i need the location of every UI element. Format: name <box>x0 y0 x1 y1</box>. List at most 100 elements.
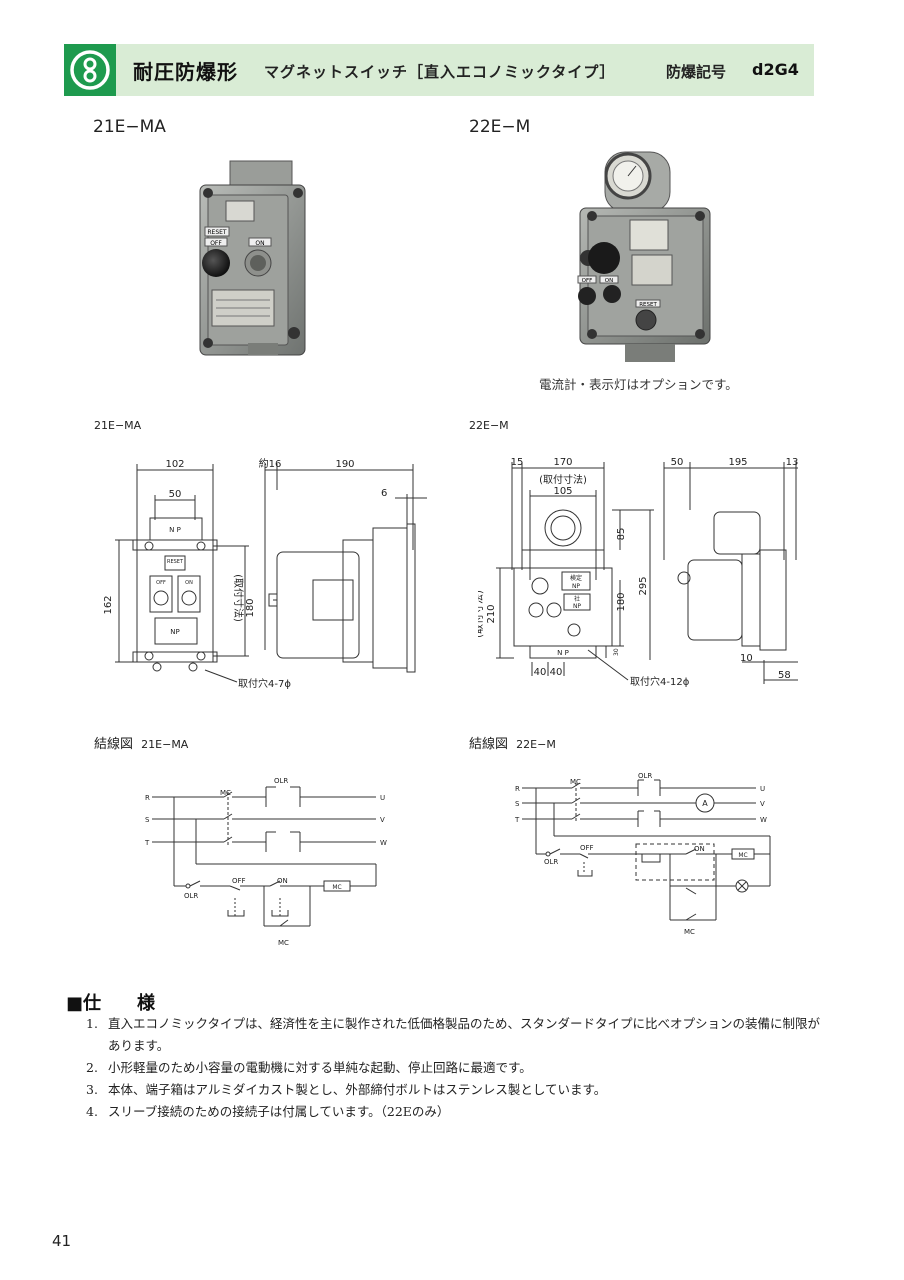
dim-company-np1: 社 <box>574 595 580 603</box>
page-subtitle: マグネットスイッチ［直入エコノミックタイプ］ <box>264 63 616 81</box>
spec-item: 4.スリーブ接続のための接続子は付属しています。（22Eのみ） <box>86 1104 450 1119</box>
dim-mount-right-side: (取付寸法) <box>478 590 485 638</box>
off-knob <box>202 249 230 277</box>
dim-np-body: NP <box>170 628 179 636</box>
dims-left-model: 21E−MA <box>94 419 142 432</box>
dim-np-right: N P <box>557 649 569 657</box>
dim-210: 210 <box>486 604 497 623</box>
photo-right-on-label: ON <box>605 278 613 284</box>
dim-30: 30 <box>613 648 620 656</box>
dim-6: 6 <box>381 488 387 499</box>
page-title: 耐圧防爆形 <box>133 60 238 84</box>
spec-item: 1.直入エコノミックタイプは、経済性を主に製作された低価格製品のため、スタンダー… <box>86 1016 821 1053</box>
dim-195: 195 <box>728 457 747 468</box>
wl-mc-aux: MC <box>278 939 289 947</box>
photo-left-off-label: OFF <box>210 240 222 247</box>
logo-icon <box>70 50 110 90</box>
wiring-left-title: 結線図 <box>94 737 134 752</box>
wl-w: W <box>380 839 387 847</box>
wr-w: W <box>760 816 767 824</box>
dim-off: OFF <box>156 580 166 586</box>
dim-15: 15 <box>511 457 524 468</box>
photo-22e-m: OFF ON RESET <box>577 151 711 362</box>
wl-mc-coil: MC <box>332 884 341 891</box>
dim-162: 162 <box>103 595 114 614</box>
wl-t: T <box>144 839 150 847</box>
page-number: 41 <box>52 1232 72 1250</box>
wr-mc-coil: MC <box>738 852 747 859</box>
dim-company-np2: NP <box>573 603 581 610</box>
wr-v: V <box>760 800 765 808</box>
explosion-code-label: 防爆記号 <box>666 63 727 81</box>
wiring-right-title: 結線図 <box>469 737 509 752</box>
dim-190: 190 <box>335 459 354 470</box>
wr-s: S <box>515 800 520 808</box>
dim-spec-np2: NP <box>572 583 580 590</box>
wr-t: T <box>514 816 520 824</box>
dim-180-right: 180 <box>616 592 627 611</box>
photo-right-off-label: OFF <box>582 278 593 284</box>
wr-olr: OLR <box>638 772 652 780</box>
dim-170: 170 <box>553 457 572 468</box>
dimension-drawing-21e-ma: 102 50 N P RESET OFF ON NP 162 180 (取付寸法… <box>103 457 427 690</box>
dim-40b: 40 <box>550 667 563 678</box>
dim-13: 13 <box>786 457 799 468</box>
wr-u: U <box>760 785 765 793</box>
dims-right-model: 22E−M <box>469 419 509 432</box>
wr-on: ON <box>694 845 705 853</box>
header-bar <box>64 44 814 96</box>
dim-hole-right: 取付穴4-12ϕ <box>630 675 690 688</box>
wl-olr: OLR <box>274 777 288 785</box>
dim-reset: RESET <box>167 559 184 565</box>
dim-about16: 約16 <box>259 457 282 470</box>
dim-mount-right-top: (取付寸法) <box>539 473 587 486</box>
dim-85: 85 <box>616 528 627 541</box>
dim-mount-left: (取付寸法) <box>232 574 245 622</box>
wl-s: S <box>145 816 150 824</box>
wl-u: U <box>380 794 385 802</box>
photo-left-on-label: ON <box>255 240 264 247</box>
spec-list: 1.直入エコノミックタイプは、経済性を主に製作された低価格製品のため、スタンダー… <box>86 1013 826 1123</box>
dim-on: ON <box>185 580 193 586</box>
dim-10: 10 <box>740 653 753 664</box>
wiring-diagram-22e-m: R S T U V W MC OLR OFF ON OLR MC A MC <box>514 772 771 936</box>
wl-olr-contact: OLR <box>184 892 198 900</box>
brand-logo <box>64 44 116 96</box>
dim-50-right: 50 <box>671 457 684 468</box>
wl-mc: MC <box>220 789 231 797</box>
photo-left-reset-label: RESET <box>207 229 227 236</box>
wiring-diagram-21e-ma: R S T U V W MC OLR OFF ON OLR MC MC <box>144 777 387 947</box>
dimension-drawing-22e-m: 15 170 (取付寸法) 105 検定 NP 社 NP N P 30 40 4… <box>478 457 799 688</box>
wr-off: OFF <box>580 844 594 852</box>
model-heading-left: 21E−MA <box>93 117 166 137</box>
wl-r: R <box>145 794 150 802</box>
spec-title: ■仕 様 <box>66 993 156 1014</box>
wiring-right-model: 22E−M <box>516 738 556 751</box>
wiring-left-model: 21E−MA <box>141 738 189 751</box>
dim-40a: 40 <box>534 667 547 678</box>
dim-295: 295 <box>638 576 649 595</box>
wiring-left-heading: 結線図 21E−MA <box>94 733 188 752</box>
dim-spec-np1: 検定 <box>570 574 582 582</box>
wl-on: ON <box>277 877 288 885</box>
wr-mc: MC <box>570 778 581 786</box>
dim-np-top: N P <box>169 526 181 534</box>
wr-olr-contact: OLR <box>544 858 558 866</box>
model-heading-right: 22E−M <box>469 117 531 137</box>
spec-item: 3.本体、端子箱はアルミダイカスト製とし、外部締付ボルトはステンレス製としていま… <box>86 1082 607 1097</box>
photo-21e-ma: RESET OFF ON <box>199 160 306 356</box>
wl-v: V <box>380 816 385 824</box>
dim-102: 102 <box>165 459 184 470</box>
wr-mc-aux: MC <box>684 928 695 936</box>
wl-off: OFF <box>232 877 246 885</box>
wr-ammeter: A <box>702 799 708 808</box>
dim-hole-left: 取付穴4-7ϕ <box>238 677 291 690</box>
photo-caption: 電流計・表示灯はオプションです。 <box>539 377 738 392</box>
photo-right-reset-label: RESET <box>639 302 657 308</box>
wiring-right-heading: 結線図 22E−M <box>469 733 556 752</box>
dim-105: 105 <box>553 486 572 497</box>
wr-r: R <box>515 785 520 793</box>
dim-50: 50 <box>169 489 182 500</box>
dim-180: 180 <box>245 598 256 617</box>
dim-58: 58 <box>778 670 791 681</box>
